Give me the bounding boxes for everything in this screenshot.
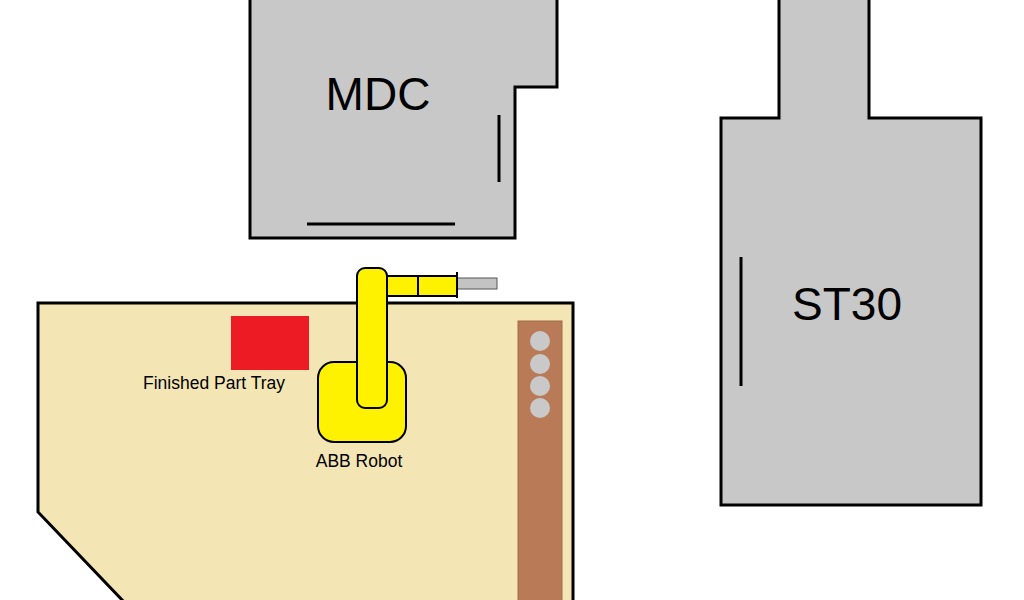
finished-part-tray: Finished Part Tray xyxy=(231,316,309,370)
node-outline xyxy=(231,316,309,370)
door-line xyxy=(740,257,743,386)
raw-part xyxy=(530,354,550,374)
node-outline xyxy=(318,266,498,444)
raw-parts xyxy=(530,331,550,418)
machine-label: ST30 xyxy=(792,279,902,330)
robot-forearm xyxy=(387,276,457,296)
tool-flange xyxy=(456,272,458,298)
raw-part xyxy=(530,398,550,418)
door-line xyxy=(307,223,455,226)
machine-label: MDC xyxy=(326,69,431,120)
door-line xyxy=(498,115,501,182)
node-outline xyxy=(721,0,981,505)
raw-part xyxy=(530,331,550,351)
part-label: ABB Robot xyxy=(316,452,403,471)
machine-outline xyxy=(250,0,557,238)
tray-box xyxy=(231,316,309,370)
part-label: Finished Part Tray xyxy=(143,374,285,393)
robot-tool xyxy=(457,278,497,289)
machine-st30: ST30 xyxy=(721,0,981,505)
machine-outline xyxy=(721,0,981,505)
robot-joint xyxy=(417,276,419,296)
abb-robot: ABB Robot xyxy=(318,266,498,444)
raw-part xyxy=(530,376,550,396)
robot-arm xyxy=(357,268,387,408)
part-conveyor xyxy=(518,321,562,600)
work-table xyxy=(38,303,573,600)
machine-mdc: MDC xyxy=(250,0,557,238)
